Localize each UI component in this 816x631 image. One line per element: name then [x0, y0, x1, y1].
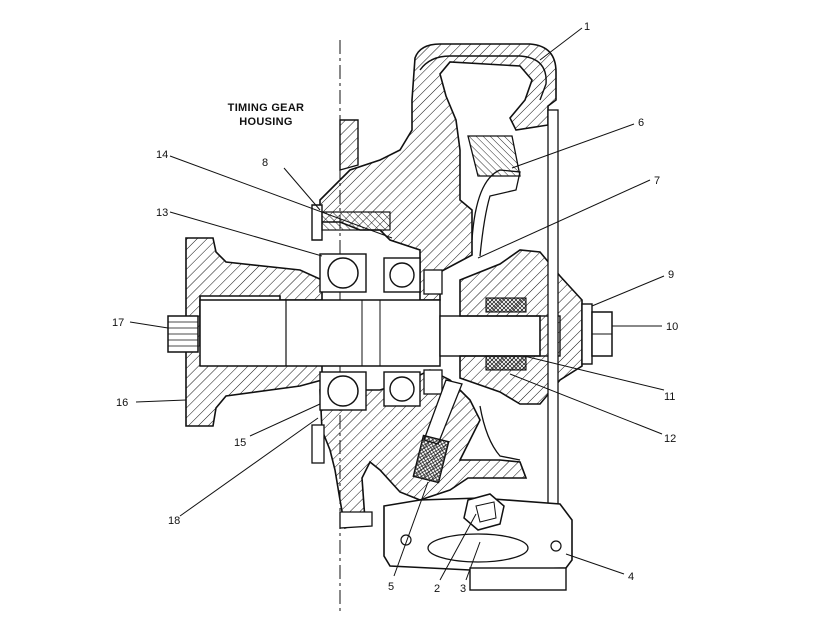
base-hole-left	[400, 534, 412, 546]
pump-shaft	[199, 299, 441, 367]
callout-10: 10	[666, 321, 678, 333]
callout-7: 7	[654, 175, 660, 187]
callout-leaders	[129, 27, 665, 581]
flange-boss-upper	[311, 204, 323, 241]
callout-9: 9	[668, 269, 674, 281]
upper-mounting-flange	[339, 119, 359, 171]
callout-5: 5	[388, 581, 394, 593]
impeller-vane-lower	[479, 405, 521, 461]
impeller-washer	[581, 303, 593, 365]
timing-gear-housing-label: TIMING GEAR HOUSING	[218, 101, 314, 129]
callout-11: 11	[664, 391, 675, 403]
lower-stud	[311, 424, 325, 464]
callout-17: 17	[112, 317, 124, 329]
callout-16: 16	[116, 397, 128, 409]
water-seal-upper	[485, 297, 527, 313]
front-bearing	[319, 253, 367, 411]
rear-bearing	[383, 257, 421, 407]
pipe-stub	[469, 567, 567, 591]
housing-bolt	[321, 211, 391, 231]
housing-label-line-2: HOUSING	[239, 116, 293, 128]
callout-18: 18	[168, 515, 180, 527]
base-bolt-inner	[475, 501, 497, 523]
callout-12: 12	[664, 433, 676, 445]
housing-label-line-1: TIMING GEAR	[227, 102, 305, 114]
wear-ring	[467, 135, 521, 177]
callout-14: 14	[156, 149, 168, 161]
callout-8: 8	[262, 157, 268, 169]
backing-plate	[547, 109, 559, 511]
callout-15: 15	[234, 437, 246, 449]
front-bolt-splines	[168, 321, 198, 347]
callout-6: 6	[638, 117, 644, 129]
base-hole-right	[550, 540, 562, 552]
retainer-ring-upper	[423, 269, 443, 295]
callout-1: 1	[584, 21, 590, 33]
volute-inner-wall	[419, 55, 547, 101]
callout-4: 4	[628, 571, 634, 583]
callout-2: 2	[434, 583, 440, 595]
lower-flange-lip	[339, 511, 373, 529]
callout-3: 3	[460, 583, 466, 595]
callout-13: 13	[156, 207, 168, 219]
retainer-ring-lower	[423, 369, 443, 395]
weep-filter	[412, 434, 450, 484]
impeller-vane-upper	[471, 169, 521, 257]
water-seal-lower	[485, 355, 527, 371]
